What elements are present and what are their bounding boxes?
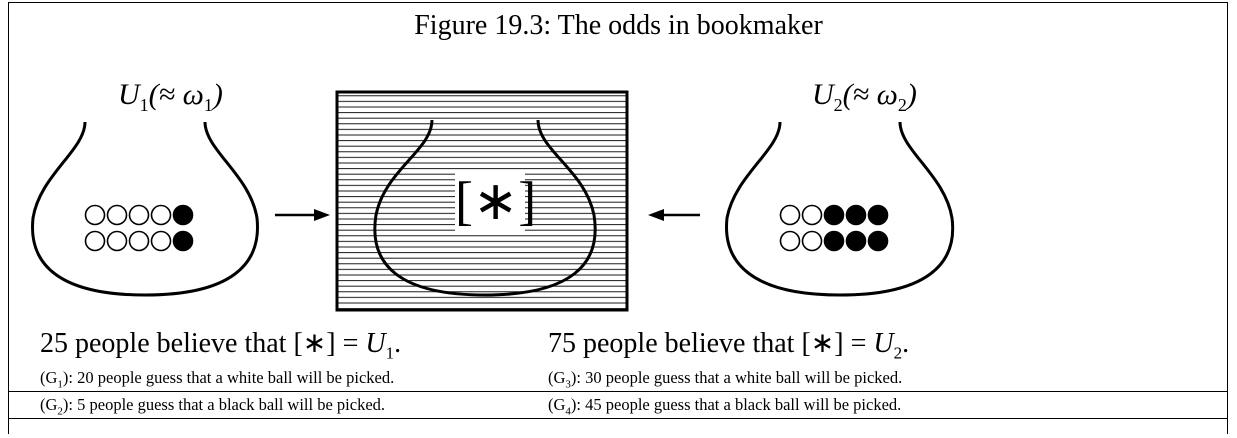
- white-ball: [152, 232, 171, 251]
- black-ball: [869, 232, 888, 251]
- black-ball: [869, 206, 888, 225]
- guess-g2: (G2): 5 people guess that a black ball w…: [40, 395, 385, 417]
- white-ball: [781, 232, 800, 251]
- arrow-right-icon: [275, 209, 330, 221]
- white-ball: [130, 206, 149, 225]
- center-box-label: [∗]: [455, 170, 525, 232]
- guess-g4: (G4): 45 people guess that a black ball …: [548, 395, 901, 417]
- white-ball: [108, 232, 127, 251]
- black-ball: [847, 206, 866, 225]
- white-ball: [781, 206, 800, 225]
- white-ball: [86, 206, 105, 225]
- guess-g3: (G3): 30 people guess that a white ball …: [548, 368, 902, 390]
- right-urn-balls: [781, 206, 888, 251]
- black-ball: [174, 206, 193, 225]
- left-urn-balls: [86, 206, 193, 251]
- white-ball: [803, 232, 822, 251]
- belief-left: 25 people believe that [∗] = U1.: [40, 326, 401, 364]
- divider-line: [9, 391, 1227, 392]
- white-ball: [803, 206, 822, 225]
- white-ball: [130, 232, 149, 251]
- arrow-left-icon: [648, 209, 700, 221]
- white-ball: [152, 206, 171, 225]
- black-ball: [825, 206, 844, 225]
- white-ball: [86, 232, 105, 251]
- white-ball: [108, 206, 127, 225]
- black-ball: [174, 232, 193, 251]
- black-ball: [847, 232, 866, 251]
- divider-line-bottom: [9, 418, 1227, 419]
- belief-right: 75 people believe that [∗] = U2.: [548, 326, 909, 364]
- guess-g1: (G1): 20 people guess that a white ball …: [40, 368, 394, 390]
- black-ball: [825, 232, 844, 251]
